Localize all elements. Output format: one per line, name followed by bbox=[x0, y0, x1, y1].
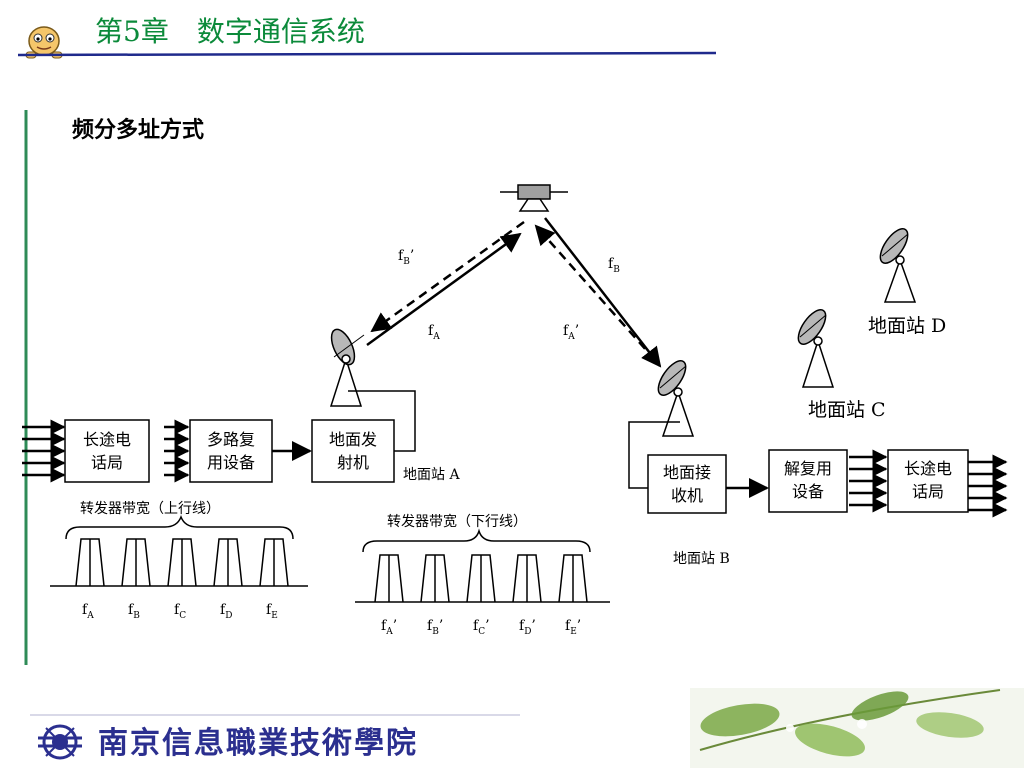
uplink-bandwidth-label: 转发器带宽（上行线） bbox=[80, 500, 220, 517]
link-label-fa-prime: fA’ bbox=[563, 323, 579, 342]
station-b-label: 地面站 B bbox=[673, 551, 730, 567]
output-lines-b bbox=[968, 454, 1008, 518]
link-downlink-to-b bbox=[544, 217, 662, 368]
lines-toll-to-mux bbox=[164, 419, 190, 483]
downlink-channel-label-b: fB’ bbox=[427, 618, 443, 637]
uplink-channel-label-c: fC bbox=[174, 602, 186, 621]
svg-text:多路复: 多路复 bbox=[207, 430, 255, 449]
station-c-label: 地面站 C bbox=[808, 399, 886, 421]
svg-text:地面接: 地面接 bbox=[663, 463, 711, 482]
station-a-label: 地面站 A bbox=[403, 467, 460, 483]
link-label-fb-prime: fB’ bbox=[398, 248, 414, 267]
downlink-bandwidth-label: 转发器带宽（下行线） bbox=[387, 513, 527, 530]
uplink-channel-c bbox=[167, 538, 197, 587]
uplink-brace bbox=[65, 514, 294, 540]
input-lines-a bbox=[22, 419, 66, 483]
uplink-channel-d bbox=[213, 538, 243, 587]
uplink-channel-label-e: fE bbox=[266, 602, 278, 621]
svg-text:用设备: 用设备 bbox=[207, 453, 255, 472]
downlink-channel-label-c: fC’ bbox=[473, 618, 490, 637]
downlink-channel-a bbox=[374, 554, 404, 603]
uplink-channel-label-b: fB bbox=[128, 602, 140, 621]
svg-text:话局: 话局 bbox=[912, 482, 944, 501]
downlink-channel-label-e: fE’ bbox=[565, 618, 581, 637]
slide-heading: 频分多址方式 bbox=[72, 117, 204, 143]
school-logo-icon bbox=[38, 724, 82, 760]
link-label-fb: fB bbox=[608, 256, 620, 275]
downlink-channel-b bbox=[420, 554, 450, 603]
link-downlink-to-a bbox=[370, 220, 525, 333]
downlink-channel-label-a: fA’ bbox=[381, 618, 397, 637]
dish-antenna-icon bbox=[657, 360, 695, 437]
svg-text:长途电: 长途电 bbox=[904, 459, 952, 478]
svg-text:射机: 射机 bbox=[337, 453, 369, 472]
link-uplink-from-b bbox=[534, 224, 656, 361]
station-d-label: 地面站 D bbox=[868, 315, 946, 337]
school-name: 南京信息職業技術學院 bbox=[98, 726, 418, 761]
svg-text:设备: 设备 bbox=[792, 482, 824, 501]
downlink-channel-e bbox=[558, 554, 588, 603]
downlink-channel-c bbox=[466, 554, 496, 603]
svg-text:长途电: 长途电 bbox=[83, 430, 131, 449]
dish-antenna-icon bbox=[879, 228, 917, 303]
downlink-channel-d bbox=[512, 554, 542, 603]
svg-text:话局: 话局 bbox=[91, 453, 123, 472]
downlink-channels: fA’ fB’ fC’ fD’ fE’ bbox=[374, 554, 588, 637]
feed-line-b bbox=[628, 421, 680, 489]
uplink-channels: fA fB fC fD fE bbox=[75, 538, 289, 621]
toll-office-b-box: 长途电 话局 bbox=[887, 449, 969, 513]
uplink-channel-a bbox=[75, 538, 105, 587]
feed-line-a bbox=[348, 390, 416, 452]
transmitter-box: 地面发 射机 bbox=[311, 419, 395, 483]
dish-antenna-icon bbox=[797, 309, 835, 388]
uplink-channel-label-a: fA bbox=[82, 602, 94, 621]
receiver-box: 地面接 收机 bbox=[647, 454, 727, 514]
svg-text:收机: 收机 bbox=[671, 486, 703, 505]
lines-demux-to-toll bbox=[849, 449, 888, 513]
downlink-brace bbox=[362, 528, 591, 553]
downlink-channel-label-d: fD’ bbox=[519, 618, 536, 637]
svg-text:地面发: 地面发 bbox=[329, 430, 377, 449]
dish-antenna-icon bbox=[329, 328, 365, 407]
uplink-channel-label-d: fD bbox=[220, 602, 232, 621]
multiplexer-box: 多路复 用设备 bbox=[189, 419, 273, 483]
uplink-channel-e bbox=[259, 538, 289, 587]
link-label-fa: fA bbox=[428, 323, 440, 342]
uplink-channel-b bbox=[121, 538, 151, 587]
toll-office-a-box: 长途电 话局 bbox=[64, 419, 150, 483]
mascot-icon bbox=[25, 26, 63, 59]
satellite-icon bbox=[500, 184, 568, 212]
demultiplexer-box: 解复用 设备 bbox=[768, 449, 848, 513]
leaf-decoration bbox=[690, 688, 1024, 768]
svg-text:解复用: 解复用 bbox=[784, 459, 832, 478]
header-rule bbox=[17, 51, 717, 57]
link-uplink-from-a bbox=[366, 232, 522, 347]
chapter-title: 第5章 数字通信系统 bbox=[95, 15, 365, 48]
